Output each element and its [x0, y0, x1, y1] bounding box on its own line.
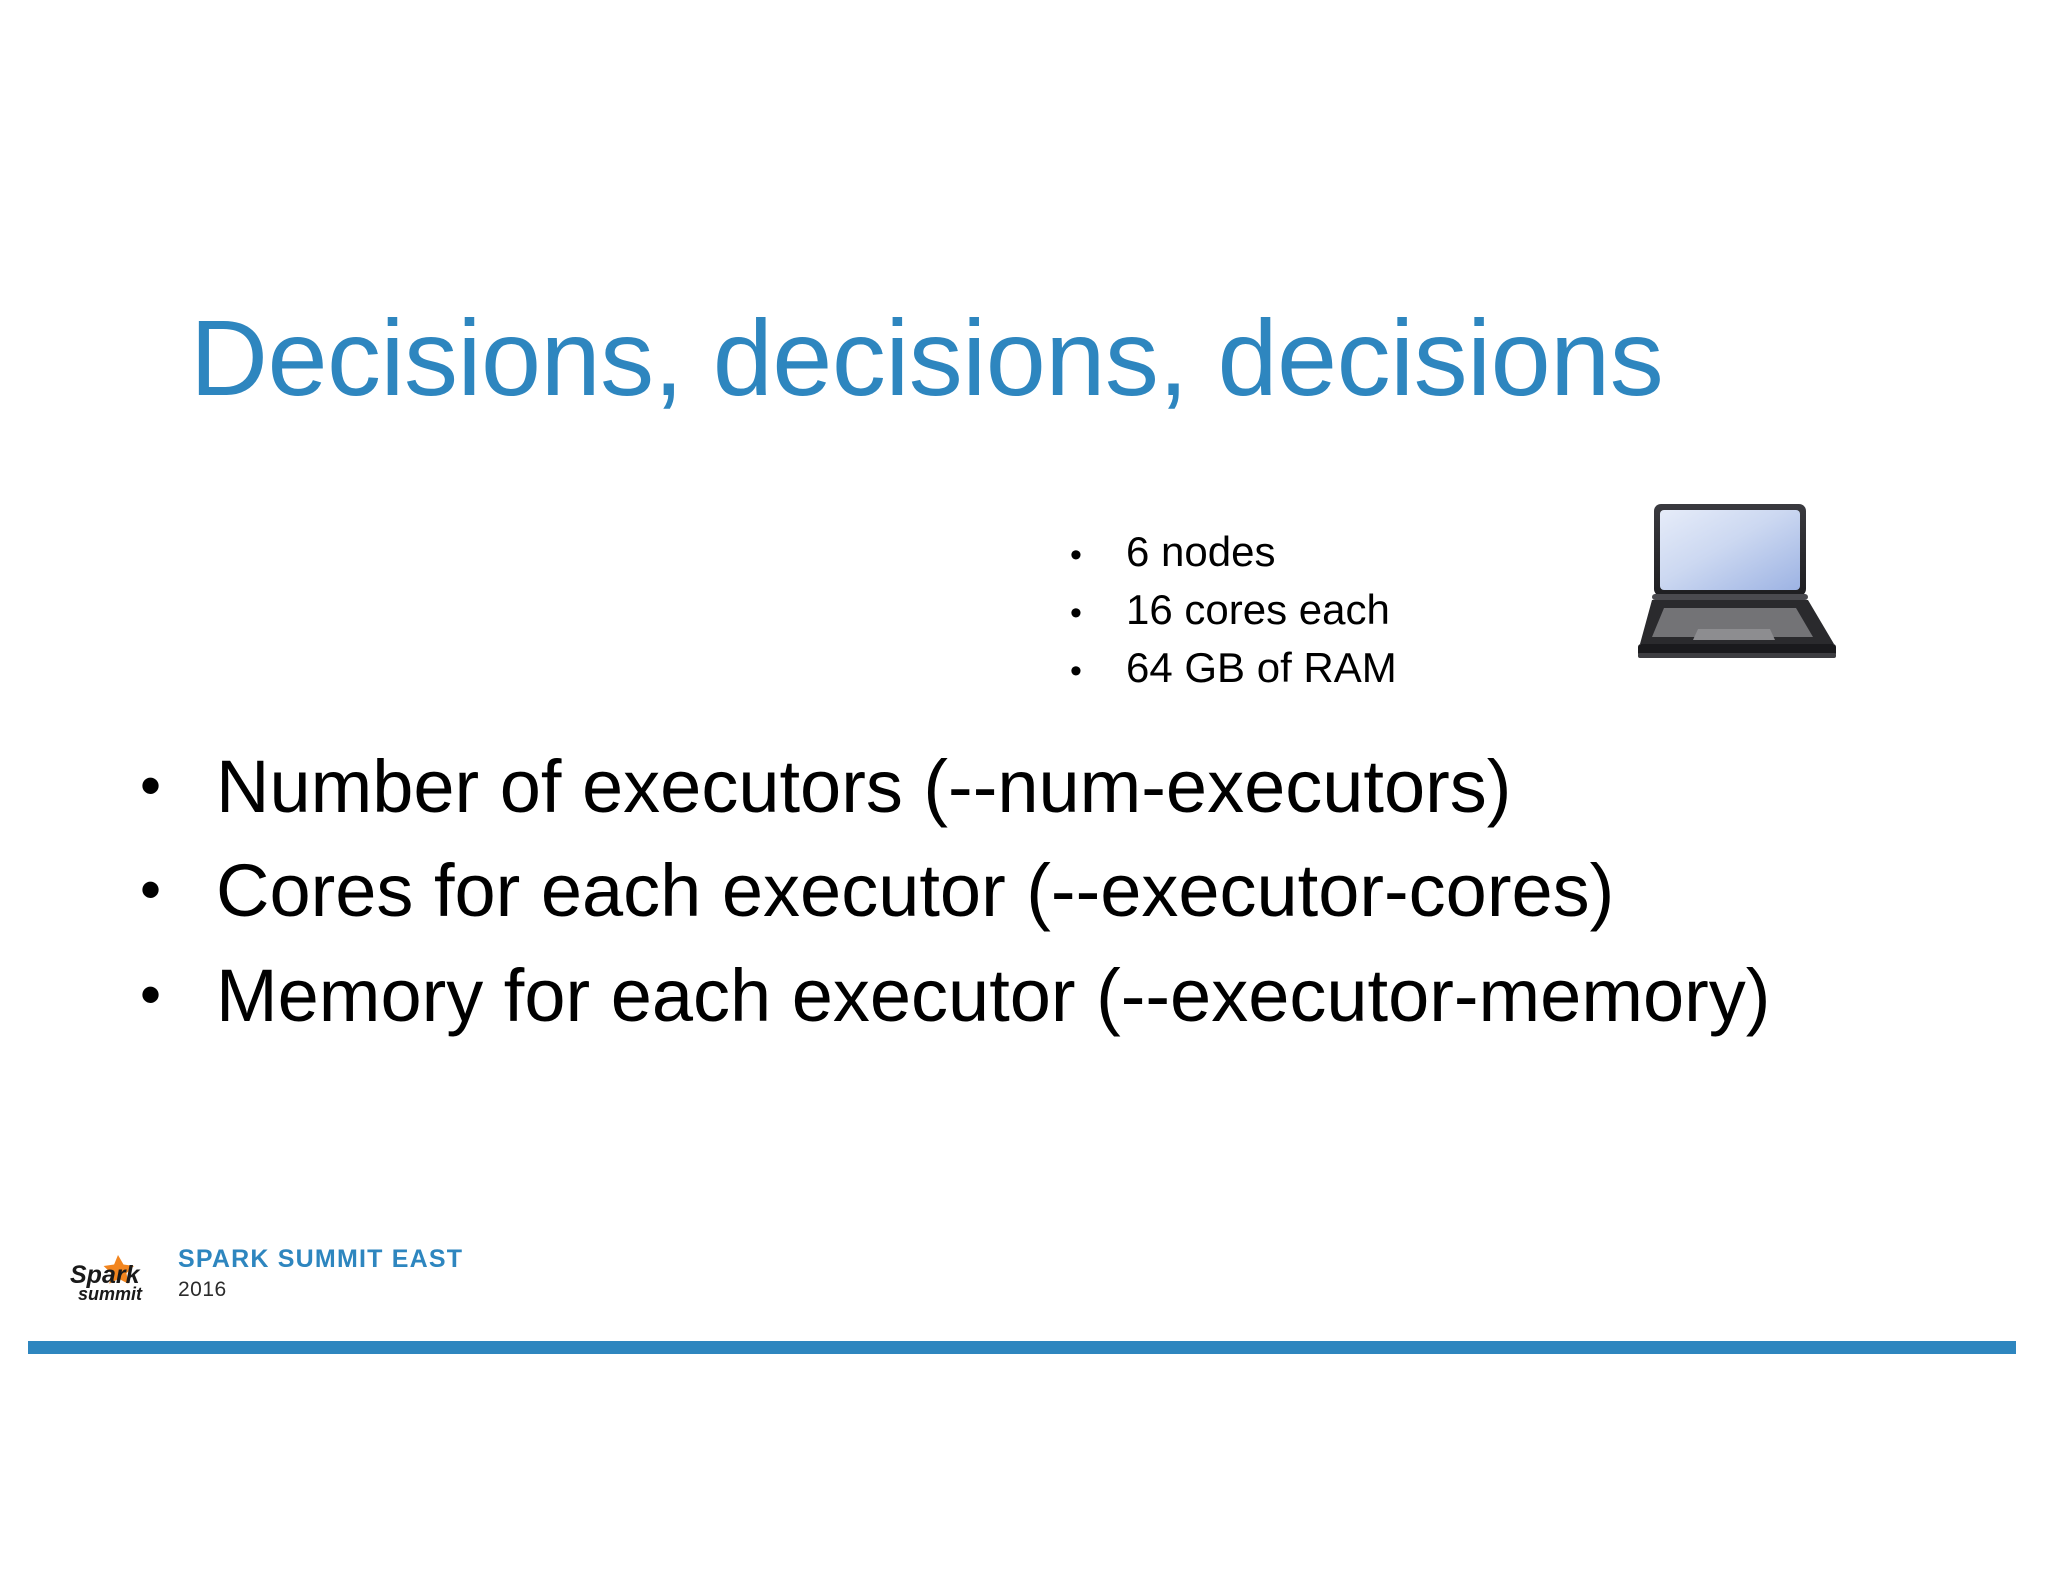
bullet-icon: • [1070, 651, 1082, 690]
svg-text:Spark: Spark [70, 1261, 141, 1289]
laptop-icon [1638, 498, 1854, 678]
footer-accent-bar [28, 1341, 2016, 1354]
page-title: Decisions, decisions, decisions [190, 297, 1664, 418]
bullet-label: Memory for each executor (--executor-mem… [216, 953, 1771, 1037]
bullet-icon: • [140, 752, 162, 819]
main-bullet-list: • Number of executors (--num-executors) … [140, 742, 1940, 1055]
list-item: • 16 cores each [1070, 583, 1550, 637]
list-item: • 6 nodes [1070, 525, 1550, 579]
list-item: • Cores for each executor (--executor-co… [140, 846, 1940, 936]
node-spec-label: 64 GB of RAM [1126, 643, 1397, 691]
svg-text:summit: summit [78, 1284, 143, 1304]
footer-event-year: 2016 [178, 1277, 227, 1301]
bullet-label: Cores for each executor (--executor-core… [216, 849, 1615, 933]
footer-event-name: SPARK SUMMIT EAST [178, 1245, 464, 1273]
list-item: • 64 GB of RAM [1070, 641, 1550, 695]
spark-summit-logo-icon: Spark summit [26, 1203, 174, 1351]
node-spec-label: 6 nodes [1126, 528, 1276, 575]
bullet-icon: • [140, 856, 162, 924]
node-specs-list: • 6 nodes • 16 cores each • 64 GB of RAM [1070, 525, 1550, 698]
bullet-label: Number of executors (--num-executors) [216, 745, 1512, 828]
bullet-icon: • [1070, 593, 1082, 632]
footer-event-info: SPARK SUMMIT EAST 2016 [178, 1245, 463, 1302]
list-item: • Number of executors (--num-executors) [140, 742, 1940, 832]
bullet-icon: • [140, 960, 162, 1028]
slide-footer: Spark summit SPARK SUMMIT EAST 2016 [0, 1195, 2048, 1370]
bullet-icon: • [1070, 536, 1082, 574]
list-item: • Memory for each executor (--executor-m… [140, 951, 1940, 1041]
node-spec-label: 16 cores each [1126, 585, 1390, 633]
